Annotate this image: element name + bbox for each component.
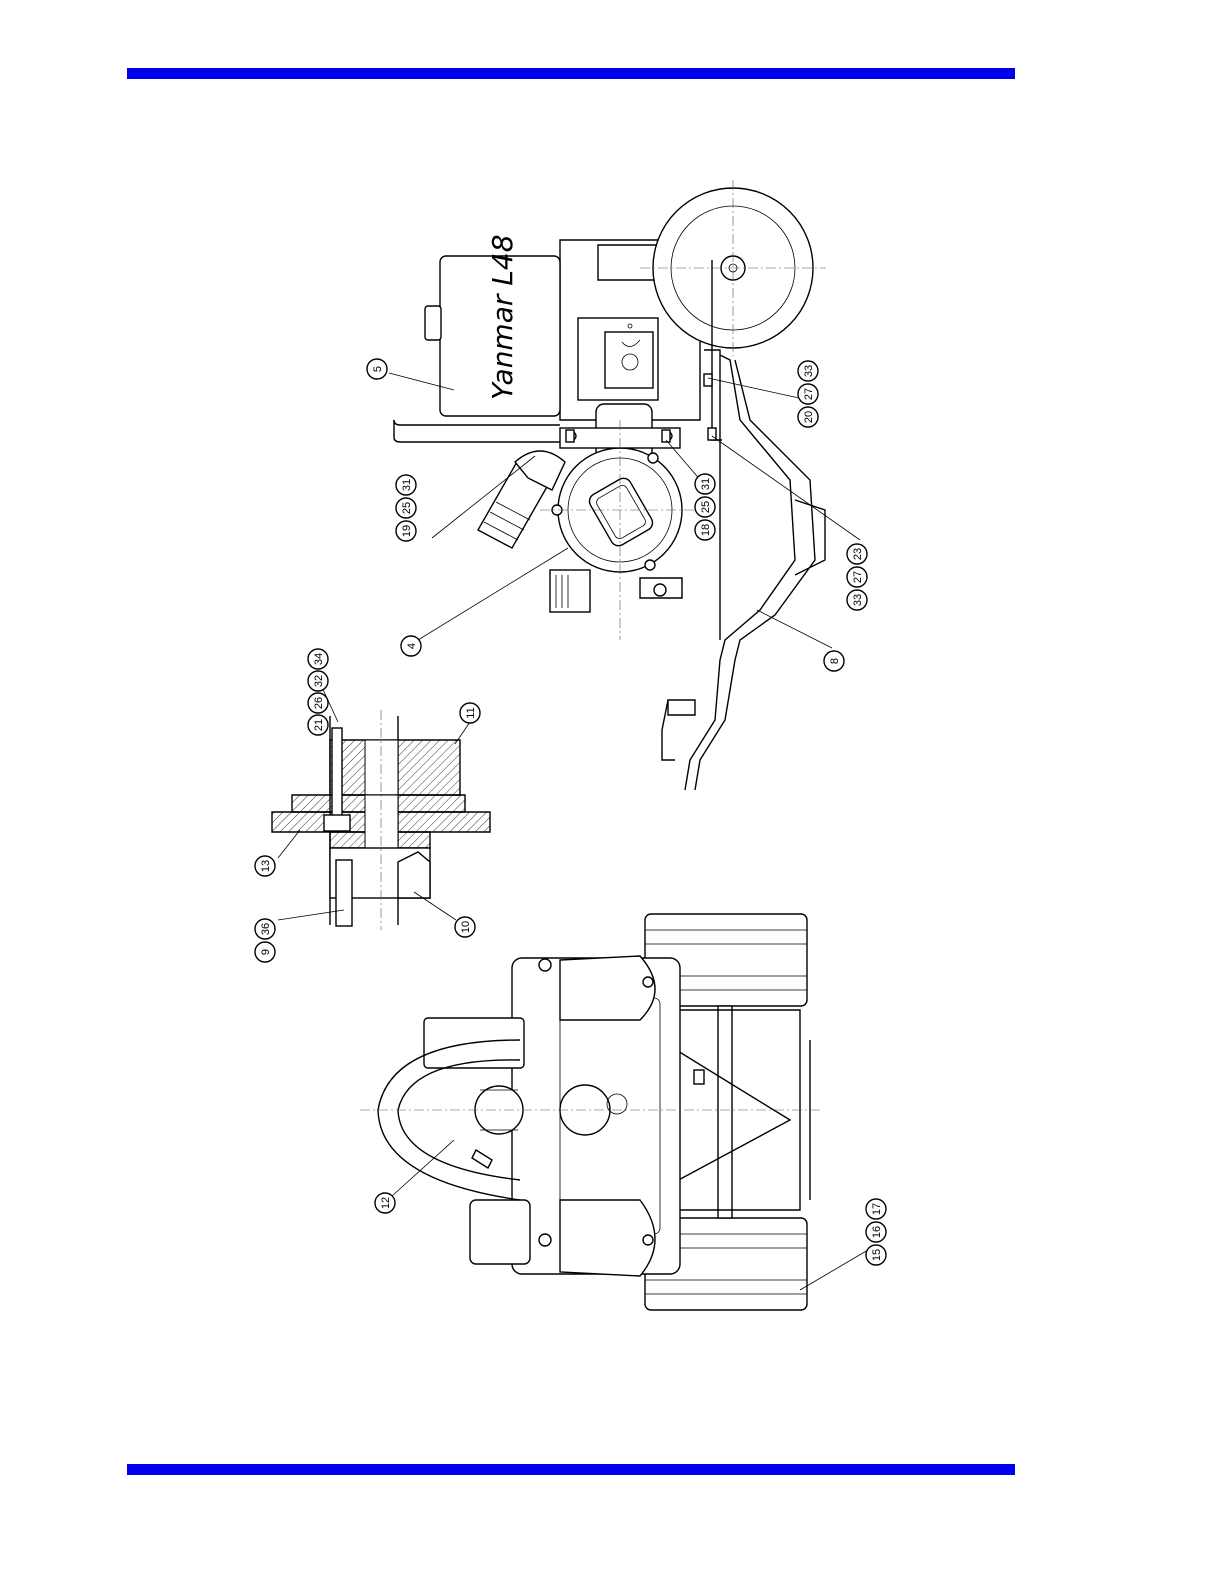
front-view [360, 914, 820, 1310]
balloon-19: 19 [396, 521, 416, 541]
svg-text:31: 31 [401, 479, 413, 491]
balloon-27-a: 27 [798, 384, 818, 404]
balloon-16: 16 [866, 1222, 886, 1242]
balloon-31-b: 31 [695, 474, 715, 494]
balloon-32: 32 [308, 671, 328, 691]
section-detail [272, 710, 490, 930]
side-view: Yanmar L48 [394, 180, 826, 790]
svg-text:16: 16 [871, 1226, 883, 1238]
svg-text:19: 19 [401, 525, 413, 537]
drain-valve-knob [654, 584, 666, 596]
engine-label: Yanmar L48 [486, 234, 519, 400]
balloon-9: 9 [255, 942, 275, 962]
handle-grip [668, 700, 695, 715]
part-10-insert [398, 852, 430, 898]
balloon-11: 11 [460, 703, 480, 723]
balloon-33-b: 33 [847, 590, 867, 610]
trolley-frame-outer [685, 355, 795, 790]
svg-text:33: 33 [852, 594, 864, 606]
svg-text:34: 34 [313, 653, 325, 665]
switch-knob [622, 354, 638, 370]
pin-36 [336, 860, 352, 926]
pump-bolt-b [648, 453, 658, 463]
balloon-17: 17 [866, 1199, 886, 1219]
svg-text:27: 27 [852, 571, 864, 583]
bolt-21 [332, 728, 342, 828]
front-bolt-d [643, 1235, 653, 1245]
section-bore [365, 795, 398, 848]
skid-plate [795, 500, 825, 575]
svg-text:5: 5 [372, 366, 384, 372]
balloon-18: 18 [695, 520, 715, 540]
svg-text:25: 25 [401, 502, 413, 514]
front-axle [718, 1006, 732, 1218]
front-bolt-c [643, 977, 653, 987]
balloon-4: 4 [401, 636, 421, 656]
svg-text:11: 11 [465, 707, 477, 718]
svg-text:20: 20 [803, 411, 815, 423]
engine-cover [598, 245, 660, 280]
handle-bar [394, 420, 560, 442]
svg-text:32: 32 [313, 675, 325, 687]
svg-text:13: 13 [260, 860, 272, 872]
balloon-21: 21 [308, 715, 328, 735]
balloon-25-a: 25 [396, 498, 416, 518]
balloon-12: 12 [375, 1193, 395, 1213]
pump-bolt-c [645, 560, 655, 570]
lever-clip [472, 1150, 492, 1168]
base-brace [660, 1040, 810, 1200]
lobe-left [560, 1200, 655, 1276]
svg-text:10: 10 [460, 921, 472, 933]
balloon-33-a: 33 [798, 361, 818, 381]
svg-text:12: 12 [380, 1197, 392, 1209]
lobe-right [560, 956, 655, 1020]
engine-base [470, 1200, 530, 1264]
svg-text:17: 17 [871, 1203, 883, 1215]
control-switch [605, 332, 653, 388]
balloon-36: 36 [255, 919, 275, 939]
balloon-26: 26 [308, 693, 328, 713]
fastener-20 [704, 374, 712, 386]
fastener-31-upper [566, 430, 574, 442]
part-11-bore [365, 740, 398, 795]
tank-cap [425, 306, 441, 340]
balloon-10: 10 [455, 917, 475, 937]
indicator-dot [628, 324, 632, 328]
svg-text:33: 33 [803, 365, 815, 377]
svg-text:27: 27 [803, 388, 815, 400]
svg-text:31: 31 [700, 478, 712, 490]
balloon-20: 20 [798, 407, 818, 427]
svg-text:21: 21 [313, 719, 325, 731]
svg-text:23: 23 [852, 548, 864, 560]
trolley-frame-inner [695, 360, 815, 790]
bolt-21-nut [324, 815, 350, 831]
balloon-23: 23 [847, 544, 867, 564]
front-bolt-a [539, 959, 551, 971]
svg-text:18: 18 [700, 524, 712, 536]
svg-text:26: 26 [313, 697, 325, 709]
svg-text:15: 15 [871, 1249, 883, 1261]
balloon-8: 8 [824, 651, 844, 671]
switch-lever [622, 340, 640, 347]
svg-text:4: 4 [406, 643, 418, 649]
svg-text:36: 36 [260, 923, 272, 935]
balloon-25-b: 25 [695, 497, 715, 517]
front-fastener [694, 1070, 704, 1084]
svg-text:9: 9 [260, 949, 272, 955]
balloon-5: 5 [367, 359, 387, 379]
balloon-13: 13 [255, 856, 275, 876]
svg-text:25: 25 [700, 501, 712, 513]
handle-bar-lower [394, 420, 560, 425]
balloon-34: 34 [308, 649, 328, 669]
front-bolt-b [539, 1234, 551, 1246]
balloon-31-a: 31 [396, 475, 416, 495]
balloon-15: 15 [866, 1245, 886, 1265]
balloon-27-b: 27 [847, 567, 867, 587]
svg-text:8: 8 [829, 658, 841, 664]
